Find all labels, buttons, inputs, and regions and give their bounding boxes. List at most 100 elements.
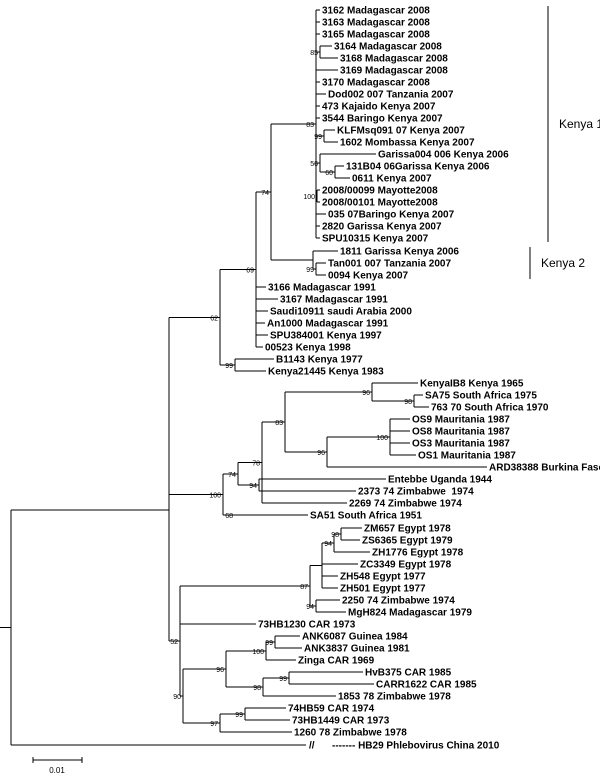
tip-label: ZH1776 Egypt 1978 — [372, 548, 464, 559]
bootstrap-value: 87 — [300, 584, 308, 591]
tip-label: 73HB1449 CAR 1973 — [292, 716, 390, 727]
clade-label-kenya-2: Kenya 2 — [541, 256, 585, 270]
bootstrap-value: 98 — [253, 685, 261, 692]
tip-label: Saudi10911 saudi Arabia 2000 — [270, 307, 412, 318]
long-branch-break-marker: // — [309, 741, 315, 752]
bootstrap-value: 94 — [306, 604, 314, 611]
bootstrap-value: 100 — [209, 492, 221, 499]
scale-bar: 0.01 — [32, 757, 83, 775]
tip-label: 131B04 06Garissa Kenya 2006 — [346, 162, 490, 173]
tip-label: 3165 Madagascar 2008 — [322, 30, 430, 41]
tree-branches — [0, 9, 487, 746]
tip-label: Kenya21445 Kenya 1983 — [268, 367, 384, 378]
bootstrap-value: 74 — [228, 472, 236, 479]
tip-label: 00523 Kenya 1998 — [265, 343, 351, 354]
bootstrap-value: 69 — [246, 268, 254, 275]
tip-label: 1853 78 Zimbabwe 1978 — [338, 692, 451, 703]
tip-label: OS9 Mauritania 1987 — [412, 415, 510, 426]
tip-label: 3164 Madagascar 2008 — [334, 42, 442, 53]
bootstrap-value: 96 — [317, 450, 325, 457]
bootstrap-value: 99 — [225, 363, 233, 370]
bootstrap-value: 90 — [173, 694, 181, 701]
bootstrap-value: 56 — [310, 161, 318, 168]
bootstrap-labels: 85 99 56 60 100 83 74 99 69 62 99 96 98 100 96 83 78 74 94… — [170, 50, 412, 728]
tip-label: 473 Kajaido Kenya 2007 — [322, 102, 436, 113]
tip-label: 763 70 South Africa 1970 — [431, 403, 549, 414]
bootstrap-value: 99 — [306, 267, 314, 274]
tip-label: 3169 Madagascar 2008 — [340, 66, 448, 77]
tip-label: ZH548 Egypt 1977 — [340, 572, 426, 583]
tip-label: B1143 Kenya 1977 — [276, 355, 363, 366]
tip-label: 035 07Baringo Kenya 2007 — [328, 210, 455, 221]
tip-label: 2008/00101 Mayotte2008 — [322, 198, 438, 209]
tip-label: Garissa004 006 Kenya 2006 — [378, 150, 509, 161]
bootstrap-value: 99 — [235, 712, 243, 719]
bootstrap-value: 100 — [376, 435, 388, 442]
tip-label: 1602 Mombassa Kenya 2007 — [340, 138, 475, 149]
tip-label: OS3 Mauritania 1987 — [412, 439, 510, 450]
clade-brackets: Kenya 1 Kenya 2 — [529, 6, 600, 279]
tip-label: 73HB1230 CAR 1973 — [258, 620, 356, 631]
bootstrap-value: 98 — [404, 399, 412, 406]
bootstrap-value: 83 — [306, 122, 314, 129]
bootstrap-value: 100 — [252, 649, 264, 656]
tip-label: MgH824 Madagascar 1979 — [348, 608, 472, 619]
tip-label: SPU10315 Kenya 2007 — [322, 234, 429, 245]
tip-label: ------- HB29 Phlebovirus China 2010 — [332, 741, 500, 752]
tip-label: An1000 Madagascar 1991 — [267, 319, 389, 330]
tip-label: 1260 78 Zimbabwe 1978 — [294, 728, 407, 739]
bootstrap-value: 99 — [279, 676, 287, 683]
bootstrap-value: 60 — [325, 170, 333, 177]
bootstrap-value: 52 — [170, 639, 178, 646]
tip-label: 3168 Madagascar 2008 — [340, 54, 448, 65]
tip-label: 3544 Baringo Kenya 2007 — [322, 114, 443, 125]
bootstrap-value: 74 — [261, 190, 269, 197]
scale-bar-label: 0.01 — [49, 766, 65, 775]
tip-label: SA75 South Africa 1975 — [425, 391, 537, 402]
tip-label: ANK3837 Guinea 1981 — [304, 644, 410, 655]
tip-label: 3163 Madagascar 2008 — [322, 18, 430, 29]
bootstrap-value: 100 — [303, 194, 315, 201]
bootstrap-value: 68 — [225, 513, 233, 520]
tip-label: ZH501 Egypt 1977 — [340, 584, 426, 595]
tip-label: ZC3349 Egypt 1978 — [360, 560, 452, 571]
bootstrap-value: 85 — [310, 50, 318, 57]
bootstrap-value: 98 — [331, 532, 339, 539]
clade-label-kenya-1: Kenya 1 — [559, 117, 600, 131]
bootstrap-value: 62 — [210, 315, 218, 322]
tip-label: 74HB59 CAR 1974 — [288, 704, 375, 715]
tip-label: 3162 Madagascar 2008 — [322, 6, 430, 17]
tip-label: Dod002 007 Tanzania 2007 — [328, 90, 454, 101]
tip-label: ZS6365 Egypt 1979 — [362, 536, 453, 547]
tip-label: CARR1622 CAR 1985 — [376, 680, 477, 691]
tip-label: SA51 South Africa 1951 — [310, 511, 422, 522]
tip-label: 0094 Kenya 2007 — [328, 271, 409, 282]
tip-label: 0611 Kenya 2007 — [352, 174, 432, 185]
tip-label: Entebbe Uganda 1944 — [388, 475, 492, 486]
tip-label: Tan001 007 Tanzania 2007 — [328, 259, 451, 270]
tip-label: 2820 Garissa Kenya 2007 — [322, 222, 442, 233]
tip-label: KenyaIB8 Kenya 1965 — [420, 379, 524, 390]
tip-label: 3167 Madagascar 1991 — [280, 295, 388, 306]
bootstrap-value: 99 — [314, 134, 322, 141]
tip-label: 2373 74 Zimbabwe 1974 — [358, 487, 474, 498]
tip-label: 3170 Madagascar 2008 — [322, 78, 430, 89]
bootstrap-value: 99 — [265, 640, 273, 647]
tip-label: SPU384001 Kenya 1997 — [270, 331, 382, 342]
bootstrap-value: 94 — [324, 541, 332, 548]
tip-label: ZM657 Egypt 1978 — [364, 524, 451, 535]
bootstrap-value: 83 — [275, 420, 283, 427]
bootstrap-value: 96 — [216, 667, 224, 674]
tip-label: HvB375 CAR 1985 — [365, 668, 452, 679]
tip-label: 3166 Madagascar 1991 — [268, 283, 376, 294]
tip-label: 2269 74 Zimbabwe 1974 — [349, 499, 462, 510]
bootstrap-value: 96 — [362, 390, 370, 397]
tip-label: OS1 Mauritania 1987 — [418, 451, 516, 462]
tip-label: OS8 Mauritania 1987 — [412, 427, 510, 438]
tip-label: 2008/00099 Mayotte2008 — [322, 186, 438, 197]
tip-label: ANK6087 Guinea 1984 — [302, 632, 408, 643]
bootstrap-value: 78 — [252, 461, 260, 468]
bootstrap-value: 97 — [210, 721, 218, 728]
